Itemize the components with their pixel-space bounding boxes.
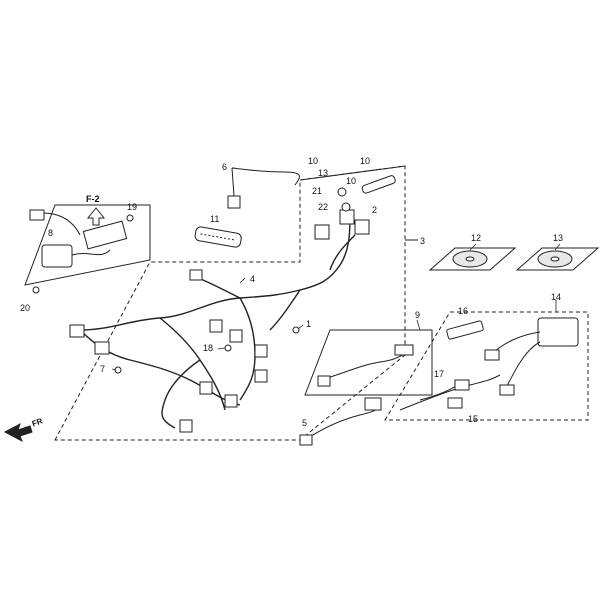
part1-bolt <box>292 326 300 334</box>
callout-8: 8 <box>48 228 54 238</box>
callout-5: 5 <box>302 418 308 428</box>
callout-14: 14 <box>551 292 562 302</box>
callout-10a: 10 <box>308 156 319 166</box>
panel-bracket-top <box>299 165 406 181</box>
callout-7: 7 <box>100 364 106 374</box>
part16-connector <box>446 320 484 340</box>
callout-13b: 13 <box>318 168 329 178</box>
disc-13 <box>515 247 600 271</box>
accessory-kit-panel <box>384 311 589 421</box>
part8-assembly <box>29 209 128 268</box>
sensor-panel <box>304 329 433 396</box>
callout-20: 20 <box>20 303 31 313</box>
reference-arrow-icon <box>86 207 106 226</box>
callout-22: 22 <box>318 202 329 212</box>
callout-13: 13 <box>553 233 564 243</box>
callout-19: 19 <box>127 202 138 212</box>
part6-connector <box>227 195 241 209</box>
callout-10b: 10 <box>360 156 371 166</box>
callout-9: 9 <box>415 310 421 320</box>
callout-21: 21 <box>312 186 323 196</box>
callout-16: 16 <box>458 306 469 316</box>
callout-2: 2 <box>372 205 378 215</box>
part19-screw <box>126 214 134 222</box>
callout-4: 4 <box>250 274 256 284</box>
kit14-components <box>399 317 579 411</box>
callout-18: 18 <box>203 343 214 353</box>
reference-label: F-2 <box>86 194 100 204</box>
front-arrow-icon <box>3 422 33 443</box>
part18-clip <box>224 344 232 352</box>
harness-connectors <box>69 209 370 433</box>
callout-17: 17 <box>434 369 445 379</box>
callout-12: 12 <box>471 233 482 243</box>
callout-3: 3 <box>420 236 426 246</box>
part20-screw <box>32 286 40 294</box>
part5-lead <box>299 397 382 446</box>
part11-sleeve <box>194 226 242 248</box>
callout-1: 1 <box>306 319 312 329</box>
part10-tube <box>361 175 396 194</box>
part6-wire <box>231 167 300 186</box>
left-subassembly-panel <box>24 204 151 286</box>
callout-11: 11 <box>210 214 220 224</box>
part9-sensor <box>317 344 414 387</box>
part21-clip <box>337 187 347 197</box>
leader-lines <box>111 167 561 371</box>
callout-10c: 10 <box>346 176 357 186</box>
disc-12 <box>428 247 517 271</box>
part22-clip <box>341 202 351 212</box>
callout-15: 15 <box>468 414 479 424</box>
callout-6: 6 <box>222 162 228 172</box>
